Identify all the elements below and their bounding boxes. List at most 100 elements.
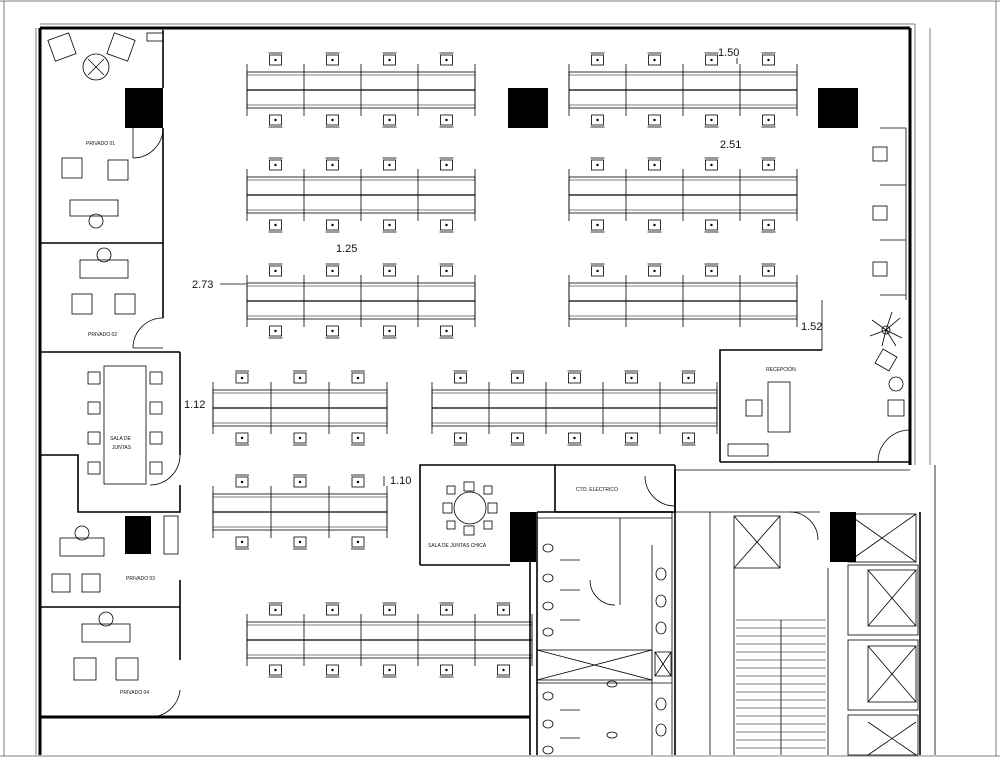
chair-icon	[439, 325, 454, 339]
chair-icon	[567, 370, 582, 384]
room-recepcion: RECEPCIÓN	[719, 348, 911, 463]
restroom-core	[529, 511, 673, 755]
chair-icon	[293, 474, 307, 488]
chair-icon	[235, 432, 249, 446]
chair-icon	[590, 263, 605, 277]
dimension-1-12: 1.12	[184, 399, 205, 411]
workstation-cluster	[212, 474, 388, 550]
chair-icon	[382, 52, 397, 66]
chair-icon	[647, 219, 662, 233]
dimension-1-25: 1.25	[336, 243, 357, 255]
chair-icon	[704, 157, 719, 171]
chair-icon	[268, 664, 283, 678]
workstations	[212, 52, 798, 678]
chair-icon	[325, 52, 340, 66]
chair-icon	[761, 114, 776, 128]
chair-icon	[325, 325, 340, 339]
room-privado-01: PRIVADO 01	[40, 30, 164, 244]
chair-icon	[590, 219, 605, 233]
chair-icon	[325, 157, 340, 171]
sala-juntas-label-1: SALA DE	[110, 436, 132, 442]
room-sala-juntas-chica: SALA DE JUNTAS CHICA	[419, 464, 556, 566]
stairs-and-elevators	[674, 465, 936, 756]
privado-03-label: PRIVADO 03	[126, 576, 155, 582]
chair-icon	[704, 114, 719, 128]
chair-icon	[268, 325, 283, 339]
workstation-cluster	[246, 157, 476, 233]
chair-icon	[439, 602, 454, 616]
chair-icon	[382, 219, 397, 233]
sala-chica-label: SALA DE JUNTAS CHICA	[428, 543, 487, 549]
room-cto-electrico: CTO. ELECTRICO	[555, 464, 676, 513]
chair-icon	[761, 263, 776, 277]
meeting-chairs	[87, 371, 163, 475]
chair-icon	[704, 263, 719, 277]
chair-icon	[382, 114, 397, 128]
chair-icon	[439, 664, 454, 678]
room-privado-02: PRIVADO 02	[40, 243, 180, 353]
chair-icon	[325, 114, 340, 128]
chair-icon	[325, 263, 340, 277]
chair-icon	[681, 432, 696, 446]
chair-icon	[382, 664, 397, 678]
chair-icon	[624, 432, 639, 446]
chair-icon	[439, 263, 454, 277]
room-sala-de-juntas: SALA DE JUNTAS	[39, 352, 181, 513]
workstation-cluster	[246, 263, 476, 339]
privado-04-label: PRIVADO 04	[120, 690, 149, 696]
sala-juntas-label-2: JUNTAS	[112, 445, 132, 451]
workstation-cluster	[246, 52, 476, 128]
chair-icon	[647, 114, 662, 128]
privado-01-label: PRIVADO 01	[86, 141, 115, 147]
chair-icon	[268, 219, 283, 233]
dimension-annotations: 1.50 2.51 1.25 2.73 1.52 1.12 1.10	[184, 47, 822, 487]
chair-icon	[382, 263, 397, 277]
chair-icon	[382, 602, 397, 616]
chair-icon	[293, 432, 307, 446]
chair-icon	[439, 157, 454, 171]
chair-icon	[439, 52, 454, 66]
chair-icon	[293, 536, 307, 550]
chair-icon	[439, 114, 454, 128]
chair-icon	[382, 325, 397, 339]
chair-icon	[325, 602, 340, 616]
structural-columns	[125, 88, 858, 562]
chair-icon	[761, 219, 776, 233]
chair-icon	[453, 370, 468, 384]
chair-icon	[453, 432, 468, 446]
chair-icon	[567, 432, 582, 446]
workstation-cluster	[568, 263, 798, 327]
dimension-1-50: 1.50	[718, 47, 739, 59]
chair-icon	[624, 370, 639, 384]
room-privado-03: PRIVADO 03	[39, 500, 181, 608]
chair-icon	[293, 370, 307, 384]
recepcion-label: RECEPCIÓN	[766, 366, 796, 373]
stair-treads	[736, 619, 826, 755]
chair-icon	[351, 474, 365, 488]
chair-icon	[351, 536, 365, 550]
workstation-cluster	[568, 157, 798, 233]
cto-electrico-label: CTO. ELECTRICO	[576, 487, 618, 493]
chair-icon	[510, 432, 525, 446]
chair-icon	[268, 157, 283, 171]
chair-icon	[268, 263, 283, 277]
dimension-1-10: 1.10	[390, 475, 411, 487]
workstation-cluster	[431, 370, 718, 446]
workstation-cluster	[568, 52, 798, 128]
chair-icon	[647, 263, 662, 277]
chair-icon	[496, 602, 511, 616]
chair-icon	[351, 432, 365, 446]
chair-icon	[704, 52, 719, 66]
chair-icon	[761, 157, 776, 171]
chair-icon	[235, 474, 249, 488]
room-privado-04: PRIVADO 04	[73, 607, 181, 718]
dimension-1-52: 1.52	[801, 321, 822, 333]
chair-icon	[268, 114, 283, 128]
chair-icon	[235, 536, 249, 550]
workstation-cluster	[246, 602, 533, 678]
chair-icon	[590, 52, 605, 66]
chair-icon	[268, 52, 283, 66]
chair-icon	[496, 664, 511, 678]
chair-icon	[325, 664, 340, 678]
